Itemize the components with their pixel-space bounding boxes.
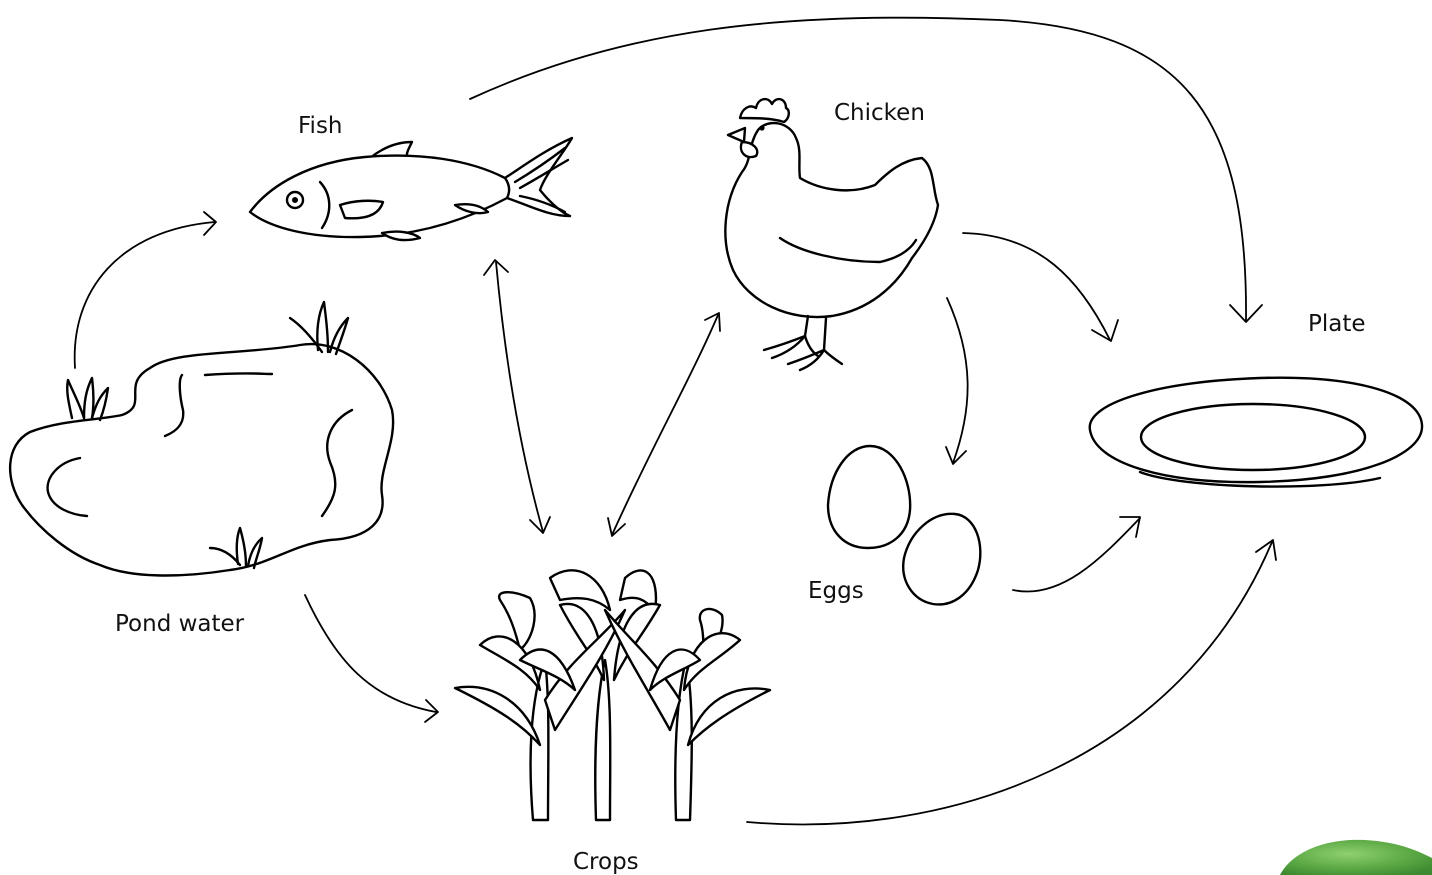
label-fish: Fish: [298, 113, 343, 139]
leaf-decoration-icon: [1280, 840, 1432, 875]
chicken-comb: [740, 99, 789, 122]
label-eggs: Eggs: [808, 578, 864, 604]
arrow-eggs-to-plate: [1013, 517, 1140, 592]
label-crops: Crops: [573, 849, 639, 875]
egg-icon: [828, 446, 910, 548]
arrow-crops-chicken-bidirectional: [608, 313, 720, 536]
arrow-fish-crops-bidirectional: [484, 260, 550, 533]
arrow-chicken-to-plate: [963, 233, 1118, 341]
pond-illustration: [10, 302, 393, 575]
label-chicken: Chicken: [834, 100, 925, 126]
egg-icon: [903, 514, 980, 605]
chicken-illustration: [725, 99, 938, 370]
fish-illustration: [250, 138, 572, 240]
plate-rim: [1090, 378, 1422, 482]
arrow-pond-to-fish: [75, 212, 216, 368]
label-plate: Plate: [1308, 311, 1366, 337]
arrow-chicken-to-eggs: [946, 298, 968, 464]
crops-illustration: [455, 570, 770, 820]
label-pond-water: Pond water: [115, 611, 245, 637]
plate-illustration: [1090, 378, 1422, 487]
arrow-pond-to-crops: [305, 595, 438, 722]
grass-tuft-icon: [67, 378, 108, 420]
pond-outline: [10, 344, 393, 575]
